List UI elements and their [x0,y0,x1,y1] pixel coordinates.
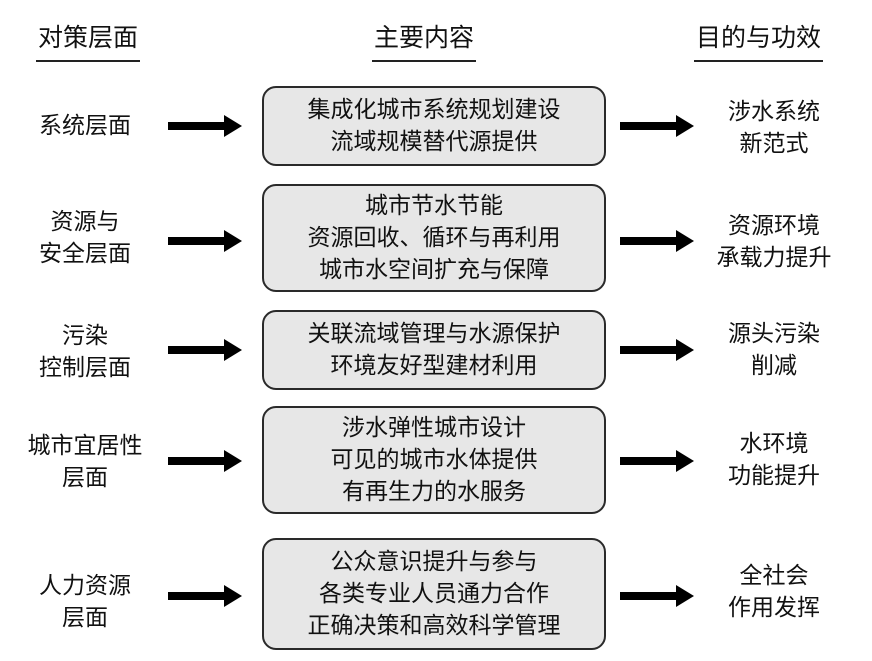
arrow-left-icon [168,230,242,252]
purpose-label: 资源环境 承载力提升 [716,213,832,271]
level-label: 人力资源 层面 [39,573,131,631]
content-line: 城市节水节能 [365,193,503,219]
level-label: 污染 控制层面 [39,323,131,381]
content-box: 涉水弹性城市设计 可见的城市水体提供 有再生力的水服务 [262,406,606,514]
purpose-label: 全社会 作用发挥 [728,563,820,621]
purpose-label: 水环境 功能提升 [728,431,820,489]
content-line: 流域规模替代源提供 [330,129,538,155]
content-line: 集成化城市系统规划建设 [307,97,561,123]
level-label: 城市宜居性 层面 [27,433,143,491]
content-line: 环境友好型建材利用 [330,353,538,379]
row-livability: 城市宜居性 层面 涉水弹性城市设计 可见的城市水体提供 有再生力的水服务 水环境… [0,406,872,514]
purpose-label: 涉水系统 新范式 [728,99,820,157]
content-box: 关联流域管理与水源保护 环境友好型建材利用 [262,310,606,390]
content-line: 各类专业人员通力合作 [319,581,549,607]
arrow-left-icon [168,450,242,472]
arrow-left-icon [168,585,242,607]
content-box: 城市节水节能 资源回收、循环与再利用 城市水空间扩充与保障 [262,184,606,292]
content-line: 可见的城市水体提供 [330,447,538,473]
level-label: 系统层面 [39,113,131,139]
content-line: 关联流域管理与水源保护 [307,321,561,347]
content-line: 城市水空间扩充与保障 [319,257,549,283]
row-system: 系统层面 集成化城市系统规划建设 流域规模替代源提供 涉水系统 新范式 [0,86,872,166]
row-resource-safety: 资源与 安全层面 城市节水节能 资源回收、循环与再利用 城市水空间扩充与保障 资… [0,184,872,292]
arrow-left-icon [168,115,242,137]
header-content: 主要内容 [372,18,477,62]
content-line: 涉水弹性城市设计 [342,415,526,441]
row-pollution-control: 污染 控制层面 关联流域管理与水源保护 环境友好型建材利用 源头污染 削减 [0,310,872,390]
arrow-left-icon [168,339,242,361]
content-box: 公众意识提升与参与 各类专业人员通力合作 正确决策和高效科学管理 [262,538,606,650]
arrow-right-icon [620,339,694,361]
content-line: 资源回收、循环与再利用 [307,225,561,251]
purpose-label: 源头污染 削减 [728,321,820,379]
content-line: 有再生力的水服务 [342,479,526,505]
content-line: 公众意识提升与参与 [330,549,538,575]
content-box: 集成化城市系统规划建设 流域规模替代源提供 [262,86,606,166]
arrow-right-icon [620,585,694,607]
row-human-resources: 人力资源 层面 公众意识提升与参与 各类专业人员通力合作 正确决策和高效科学管理… [0,538,872,650]
content-line: 正确决策和高效科学管理 [307,613,561,639]
header-level: 对策层面 [36,18,141,62]
arrow-right-icon [620,115,694,137]
arrow-right-icon [620,230,694,252]
header-purpose: 目的与功效 [694,18,824,62]
arrow-right-icon [620,450,694,472]
level-label: 资源与 安全层面 [39,209,131,267]
